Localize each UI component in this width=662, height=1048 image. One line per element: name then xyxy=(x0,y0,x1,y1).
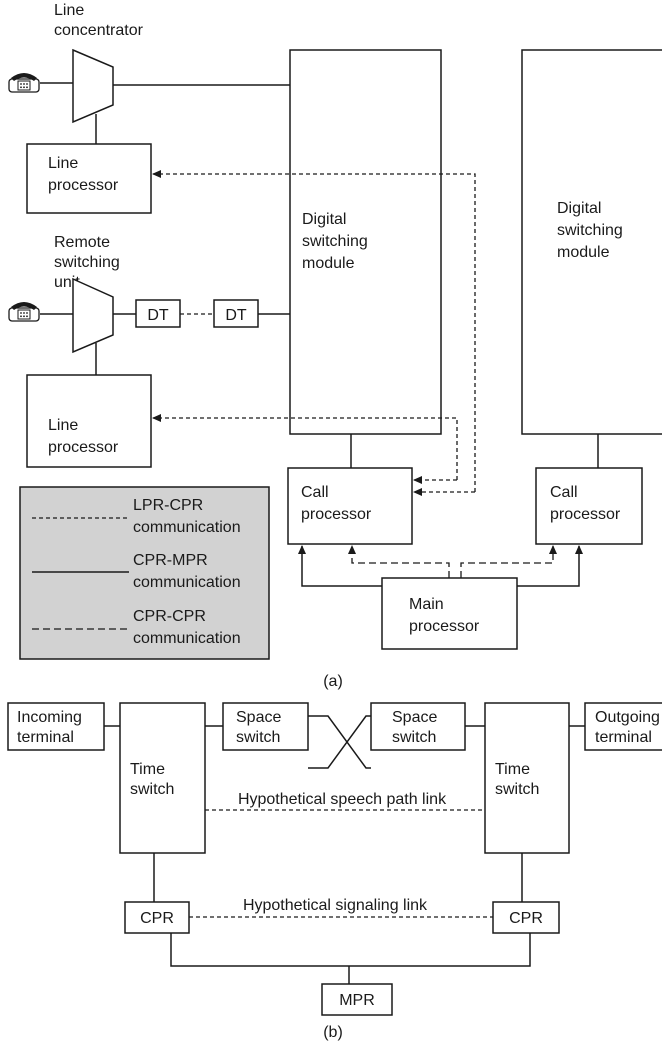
time-switch-box xyxy=(484,702,570,854)
line-concentrator-label: Line concentrator xyxy=(54,2,144,39)
svg-text:Main processor: Main processor xyxy=(409,596,480,635)
call-processor-box xyxy=(535,467,643,545)
incoming-terminal-box xyxy=(7,702,105,751)
svg-text:Call processor: Call processor xyxy=(550,484,621,523)
svg-text:Line processor: Line processor xyxy=(48,417,119,456)
multiplexer-icon xyxy=(72,48,114,124)
crossover-icon xyxy=(308,715,371,769)
dt-box-right xyxy=(213,299,259,328)
main-processor-box xyxy=(381,577,518,650)
cpr-box xyxy=(492,901,560,934)
telephone-icon xyxy=(8,72,40,93)
svg-text:MPR: MPR xyxy=(339,992,375,1009)
call-processor-box xyxy=(287,467,413,545)
telephone-icon xyxy=(8,301,40,322)
multiplexer-icon xyxy=(72,277,114,354)
legend-item-lpr-cpr: LPR-CPR communication xyxy=(133,497,241,536)
line-processor-box xyxy=(26,374,152,468)
digital-switching-module-box xyxy=(521,49,662,435)
legend-item-cpr-mpr: CPR-MPR communication xyxy=(133,552,241,591)
svg-text:DT: DT xyxy=(147,307,169,324)
caption-b: (b) xyxy=(323,1024,343,1041)
svg-text:DT: DT xyxy=(225,307,247,324)
cpr-box xyxy=(124,901,190,934)
svg-text:CPR: CPR xyxy=(509,910,543,927)
svg-text:Incoming terminal: Incoming terminal xyxy=(17,709,86,746)
svg-text:Line processor: Line processor xyxy=(48,155,119,194)
caption-a: (a) xyxy=(323,673,343,690)
svg-text:Space switch: Space switch xyxy=(236,709,286,746)
legend-item-cpr-cpr: CPR-CPR communication xyxy=(133,608,241,647)
time-switch-box xyxy=(119,702,206,854)
dt-box-left xyxy=(135,299,181,328)
svg-text:Space switch: Space switch xyxy=(392,709,442,746)
svg-text:Digital switching modu: Digital switching module xyxy=(302,211,372,272)
digital-switching-module-box xyxy=(289,49,442,435)
remote-switching-unit-label: Remote switching unit xyxy=(54,234,124,291)
svg-text:Digital switching modu: Digital switching module xyxy=(557,200,627,261)
svg-text:Outgoing terminal: Outgoing terminal xyxy=(595,709,662,746)
svg-text:Call processor: Call processor xyxy=(301,484,372,523)
mpr-box xyxy=(321,983,393,1016)
line-processor-box xyxy=(26,143,152,214)
svg-text:Time switch: Time switch xyxy=(495,761,539,798)
svg-text:CPR: CPR xyxy=(140,910,174,927)
space-switch-box xyxy=(370,702,466,751)
signaling-link-label: Hypothetical signaling link xyxy=(243,897,428,914)
svg-text:Time switch: Time switch xyxy=(130,761,174,798)
outgoing-terminal-box xyxy=(584,702,662,751)
space-switch-box xyxy=(222,702,309,751)
speech-path-link-label: Hypothetical speech path link xyxy=(238,791,447,808)
legend-box xyxy=(19,486,270,660)
